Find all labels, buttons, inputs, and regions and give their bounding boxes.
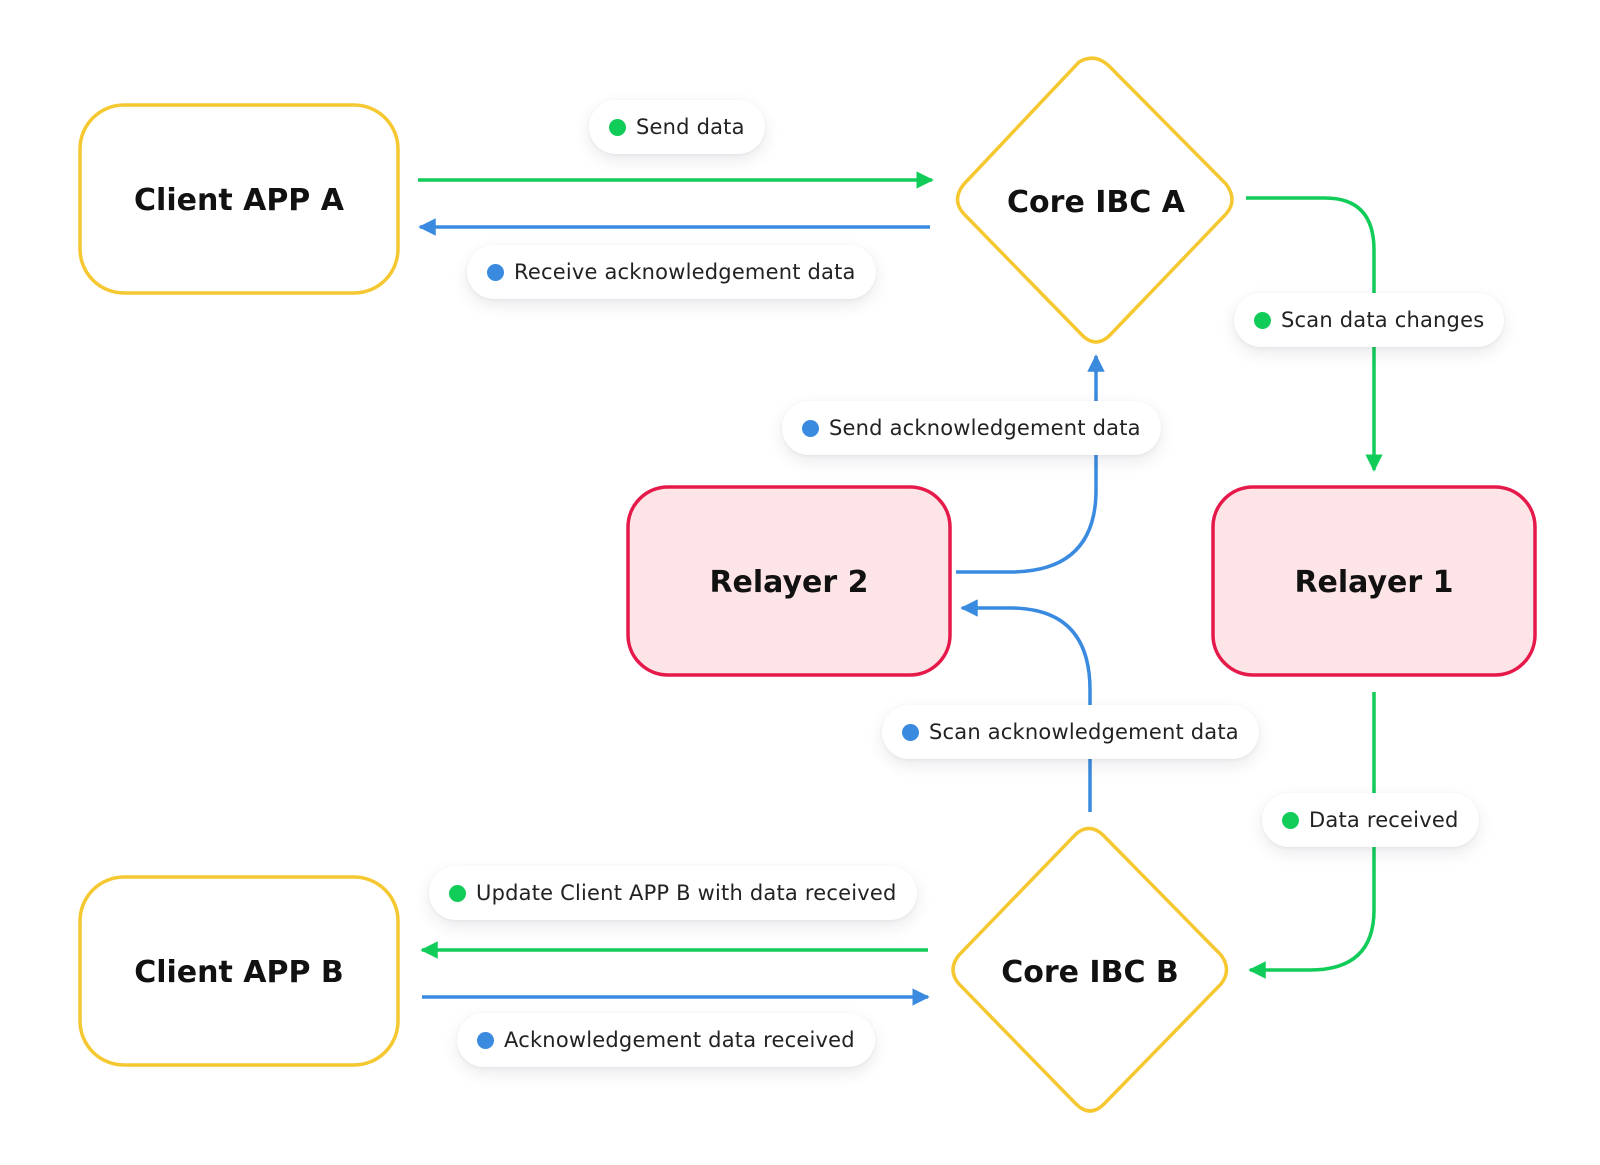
label-update-client-b: Update Client APP B with data received xyxy=(429,866,917,920)
green-dot-icon xyxy=(449,884,466,902)
node-client-app-b[interactable]: Client APP B xyxy=(78,875,400,1067)
node-relayer-2[interactable]: Relayer 2 xyxy=(626,485,952,677)
label-data-received: Data received xyxy=(1262,793,1479,847)
edge-scan-data-changes xyxy=(1246,196,1383,472)
node-client-app-a[interactable]: Client APP A xyxy=(78,103,400,295)
blue-dot-icon xyxy=(802,419,819,437)
blue-dot-icon xyxy=(902,723,919,741)
node-label: Core IBC A xyxy=(1007,185,1186,220)
edge-scan-ack xyxy=(960,599,1092,812)
label-send-data: Send data xyxy=(589,100,765,154)
label-send-ack: Send acknowledgement data xyxy=(782,401,1161,455)
green-dot-icon xyxy=(1254,311,1271,329)
node-relayer-1[interactable]: Relayer 1 xyxy=(1211,485,1537,677)
label-receive-ack: Receive acknowledgement data xyxy=(467,245,876,299)
label-scan-ack: Scan acknowledgement data xyxy=(882,705,1259,759)
blue-dot-icon xyxy=(487,263,504,281)
node-core-ibc-b[interactable]: Core IBC B xyxy=(951,826,1229,1113)
node-label: Client APP B xyxy=(134,955,344,990)
node-label: Relayer 2 xyxy=(709,565,868,600)
edge-data-received xyxy=(1248,692,1376,979)
green-dot-icon xyxy=(1282,811,1299,829)
node-label: Relayer 1 xyxy=(1294,565,1453,600)
label-scan-data-changes: Scan data changes xyxy=(1234,293,1505,347)
label-ack-received: Acknowledgement data received xyxy=(457,1013,875,1067)
node-core-ibc-a[interactable]: Core IBC A xyxy=(955,56,1234,344)
node-label: Core IBC B xyxy=(1001,955,1179,990)
green-dot-icon xyxy=(609,118,626,136)
blue-dot-icon xyxy=(477,1031,494,1049)
node-label: Client APP A xyxy=(134,183,345,218)
edge-send-ack xyxy=(956,354,1105,574)
